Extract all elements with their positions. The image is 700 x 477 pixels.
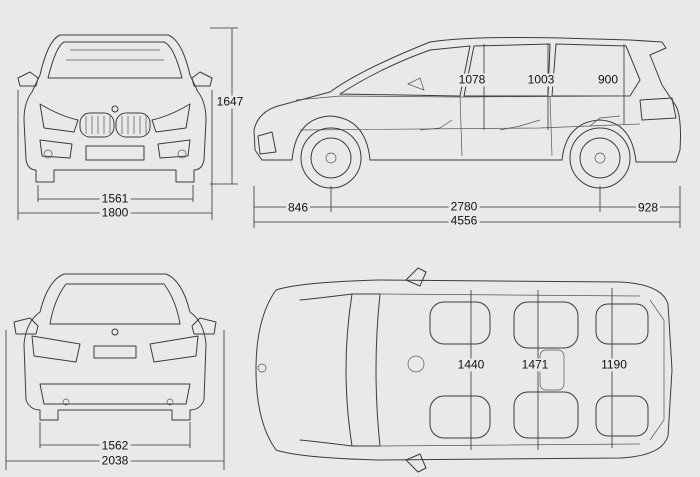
width-with-mirrors-label: 2038 <box>99 453 131 468</box>
height-label: 1647 <box>214 94 246 109</box>
front-track-label: 1561 <box>99 191 131 206</box>
shoulder-row2-label: 1471 <box>519 357 551 372</box>
shoulder-row1-label: 1440 <box>455 357 487 372</box>
headroom-row3-label: 900 <box>595 72 621 87</box>
front-view <box>17 34 213 183</box>
rear-view <box>13 273 217 421</box>
headroom-row1-label: 1078 <box>456 72 488 87</box>
side-view <box>253 37 681 189</box>
rear-track-label: 1562 <box>99 438 131 453</box>
wheelbase-label: 2780 <box>448 199 480 214</box>
shoulder-row3-label: 1190 <box>599 357 629 372</box>
width-mirrors-folded-label: 1800 <box>99 205 131 220</box>
headroom-row2-label: 1003 <box>525 72 557 87</box>
front-overhang-label: 846 <box>285 200 311 215</box>
overall-length-label: 4556 <box>448 213 480 228</box>
top-view <box>255 267 673 473</box>
rear-overhang-label: 928 <box>635 200 661 215</box>
